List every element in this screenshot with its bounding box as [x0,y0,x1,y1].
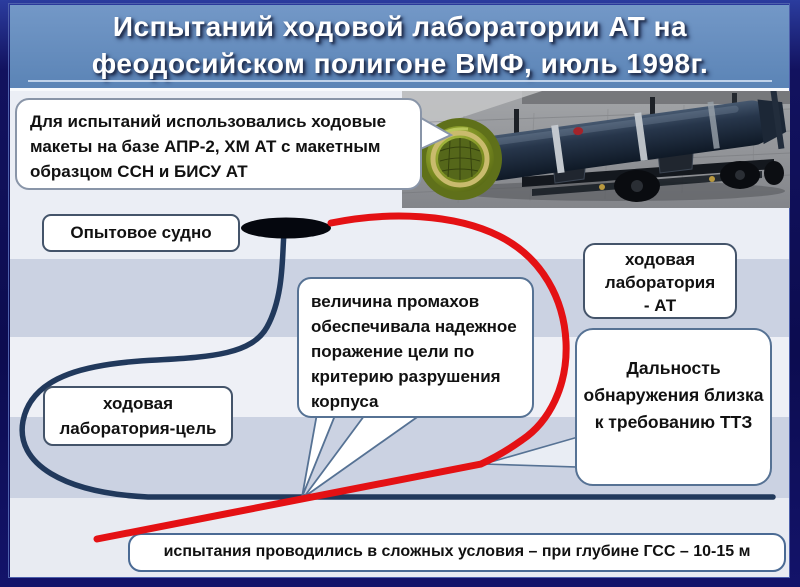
background-stripe [10,88,790,91]
label-ship-text: Опытовое судно [70,223,212,242]
callout-miss-line: обеспечивала надежное [311,317,517,336]
slide-title-bar: Испытаний ходовой лаборатории АТ на феод… [10,5,790,88]
callout-mockups: Для испытаний использовались ходовые мак… [15,98,422,190]
callout-miss-line: величина промахов [311,292,480,311]
label-lab-target-line: лаборатория-цель [59,419,217,438]
torpedo-photo-art [401,88,791,208]
label-lab-at: ходовая лаборатория - АТ [583,243,737,319]
callout-mockups-line: Для испытаний использовались ходовые [30,112,387,131]
slide-title-line: феодосийском полигоне ВМФ, июль 1998г. [91,48,709,79]
callout-miss-line: корпуса [311,392,379,411]
title-underline [28,80,772,82]
callout-mockups-line: образцом ССН и БИСУ АТ [30,162,248,181]
callout-miss-line: поражение цели по [311,342,475,361]
callout-range: Дальность обнаружения близка к требовани… [575,328,772,486]
callout-mockups-line: макеты на базе АПР-2, ХМ АТ с макетным [30,137,381,156]
slide-title-line: Испытаний ходовой лаборатории АТ на [112,11,688,42]
label-lab-at-line: лаборатория [604,273,716,292]
callout-range-line: Дальность [626,358,721,378]
callout-miss-line: критерию разрушения [311,367,501,386]
label-lab-target-line: ходовая [103,394,173,413]
callout-miss: величина промахов обеспечивала надежное … [297,277,534,418]
callout-range-line: обнаружения близка [583,385,764,405]
torpedo-photo [401,88,791,208]
label-lab-target: ходовая лаборатория-цель [43,386,233,446]
label-lab-at-line: ходовая [625,250,695,269]
label-lab-at-line: - АТ [643,296,677,315]
callout-range-line: к требованию ТТЗ [594,412,753,432]
bottom-note: испытания проводились в сложных условия … [128,533,786,572]
bottom-note-text: испытания проводились в сложных условия … [163,543,751,560]
label-ship: Опытовое судно [42,214,240,252]
